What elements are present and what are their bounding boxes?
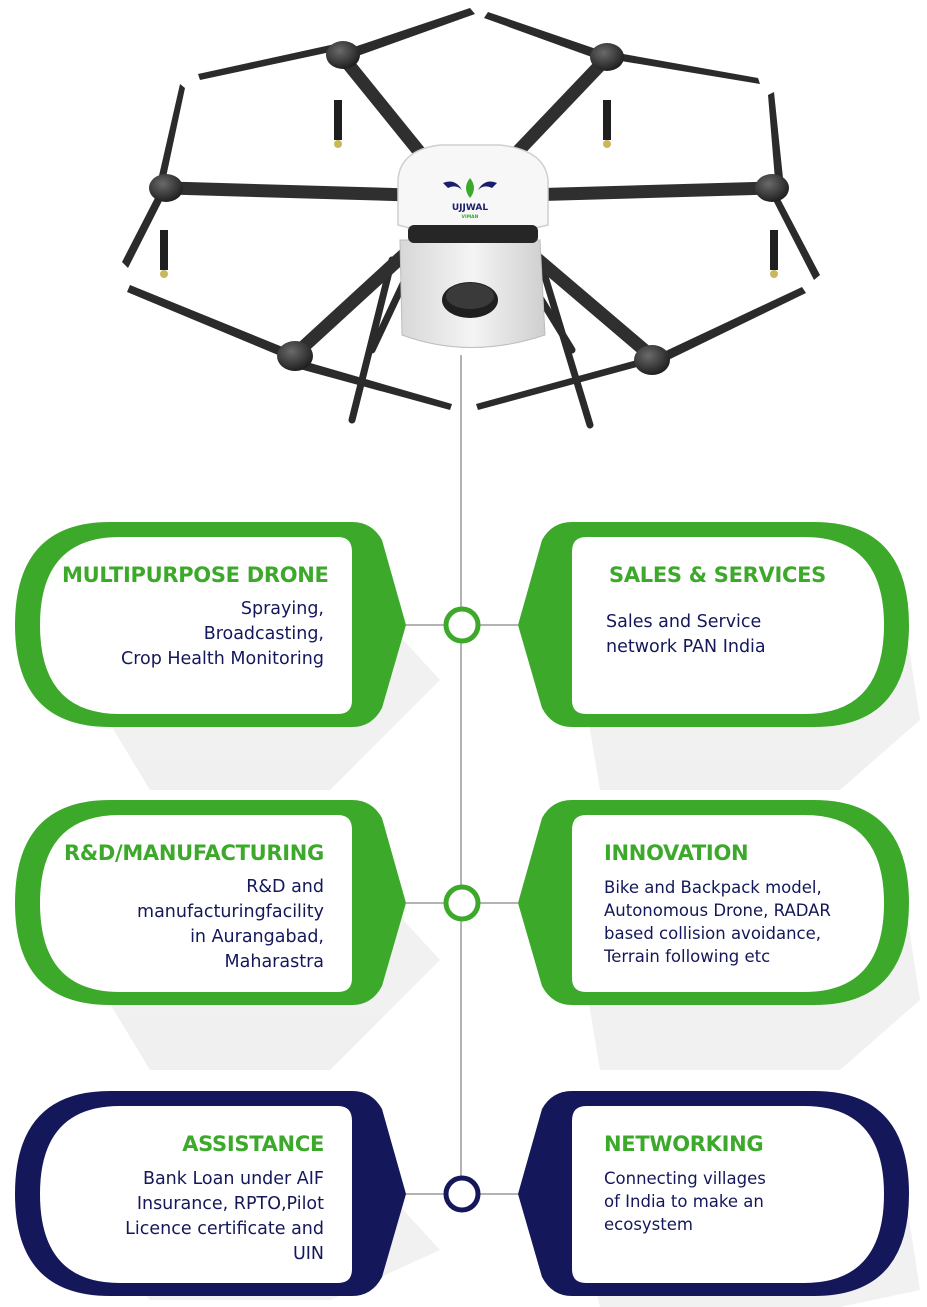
- brand-sub: VIMAN: [462, 214, 479, 220]
- card-body: R&D and manufacturingfacility in Auranga…: [137, 877, 324, 972]
- card-title: SALES & SERVICES: [609, 563, 826, 587]
- node-circle-3: [443, 1175, 481, 1213]
- node-circle-2: [443, 884, 481, 922]
- card-title: NETWORKING: [604, 1132, 764, 1156]
- card-body: Spraying, Broadcasting, Crop Health Moni…: [120, 599, 324, 669]
- node-circle-1: [443, 606, 481, 644]
- card-body: Connecting villages of India to make an …: [604, 1169, 766, 1234]
- card-body: Bank Loan under AIF Insurance, RPTO,Pilo…: [125, 1169, 324, 1264]
- card-shape-assistance: [15, 1091, 406, 1296]
- card-shape-multipurpose: [15, 522, 406, 727]
- card-title: ASSISTANCE: [182, 1132, 324, 1156]
- brand-logo: UJJWAL VIMAN: [443, 178, 497, 220]
- card-title: MULTIPURPOSE DRONE: [62, 563, 329, 587]
- drone-illustration: UJJWAL VIMAN: [122, 8, 820, 429]
- card-shape-innovation: [518, 800, 909, 1005]
- card-title: INNOVATION: [604, 841, 749, 865]
- card-body: Sales and Service network PAN India: [606, 612, 766, 657]
- brand-name: UJJWAL: [452, 203, 488, 213]
- card-title: R&D/MANUFACTURING: [63, 841, 324, 865]
- card-shape-rnd: [15, 800, 406, 1005]
- card-shape-sales: [518, 522, 909, 727]
- card-shape-networking: [518, 1091, 909, 1296]
- card-body: Bike and Backpack model, Autonomous Dron…: [604, 878, 831, 966]
